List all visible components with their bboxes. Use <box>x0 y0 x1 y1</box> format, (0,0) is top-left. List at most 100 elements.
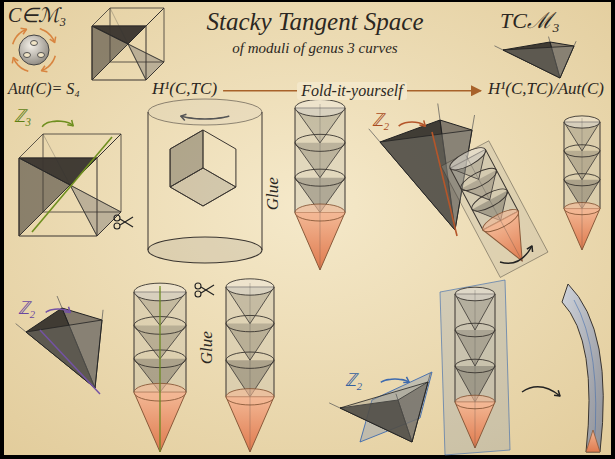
axis-line <box>582 118 583 250</box>
arrow-head <box>42 66 48 72</box>
genus-surface <box>19 35 49 65</box>
tangent-cone-icon <box>494 37 576 78</box>
ray-line <box>329 403 340 408</box>
sketch-ellipse <box>38 53 45 58</box>
fold-arrow <box>500 246 532 263</box>
cut-cone <box>134 283 186 452</box>
sketch-ellipse <box>31 41 38 46</box>
fold-arrow <box>500 246 533 263</box>
axis-line <box>320 104 321 270</box>
cylinder-side <box>148 112 262 250</box>
arrow-head <box>12 58 18 64</box>
parchment <box>4 2 611 455</box>
z2-cone-purple <box>16 296 103 394</box>
title: Stacky Tangent Space <box>190 8 440 37</box>
arrow-head <box>50 37 56 43</box>
cone-face <box>340 382 428 442</box>
arrow-head <box>181 114 187 120</box>
cube-cone <box>70 185 121 236</box>
curve-icon <box>12 28 55 71</box>
folding-strip <box>441 140 548 277</box>
arrow-head <box>419 120 425 126</box>
horn-shape <box>562 284 603 452</box>
ray-line <box>438 104 440 121</box>
symmetry-label: ℤ₃ <box>14 106 31 127</box>
arrow-head <box>67 120 73 126</box>
ray-line <box>574 41 576 46</box>
sketch-label: of moduli of genus 3 curves <box>190 40 440 57</box>
fold-line <box>574 300 596 450</box>
edge-label: Fold-it-yourself <box>297 82 406 100</box>
sketch-ellipse <box>195 283 201 289</box>
folded-cone <box>564 116 600 250</box>
sketch-label: TCℳ₃ <box>500 8 560 33</box>
diagonal <box>92 8 164 80</box>
cut-line <box>159 286 160 452</box>
cube-edge <box>92 8 110 26</box>
arrow-head <box>64 307 70 313</box>
scissors-icon <box>195 283 214 297</box>
octahedral-cube <box>92 8 164 80</box>
scissors-icon <box>114 215 133 229</box>
cube-face <box>170 168 236 206</box>
fold-arrow <box>522 387 560 396</box>
ray-line <box>396 394 398 400</box>
ray-line <box>369 129 380 142</box>
rotation-arrow <box>42 121 73 127</box>
z3-cube <box>19 120 121 236</box>
cube-outline <box>170 130 236 206</box>
cube-edge <box>19 134 43 158</box>
arrow-head <box>403 377 409 383</box>
scissor-blade <box>201 287 214 295</box>
diagonal <box>19 134 121 236</box>
rotation-axis <box>32 137 112 232</box>
ray-line <box>102 310 103 320</box>
axis-line <box>250 283 251 452</box>
cone-face <box>26 320 102 388</box>
symmetry-label: ℤ₂ <box>345 370 362 391</box>
symmetry-label: ℤ₂ <box>372 110 389 131</box>
sketch-label: C∈ℳ₃ <box>8 4 66 27</box>
glued-cone <box>226 279 274 452</box>
cube-edge <box>170 130 236 187</box>
axis-line <box>475 290 476 448</box>
ray-line <box>57 296 62 308</box>
mirror-plane-cone <box>440 280 510 455</box>
ray-line <box>16 324 26 332</box>
z2-cone-blue <box>329 372 432 442</box>
sketch-label: Glue <box>263 177 283 210</box>
formula-node: H¹(C,TC)/Aut(C) <box>486 79 606 99</box>
formula-text: H¹(C,TC)/Aut(C) <box>488 79 604 99</box>
symmetry-label: ℤ₂ <box>18 298 35 319</box>
strip <box>441 141 548 278</box>
arrow-head <box>21 28 27 34</box>
axis-line <box>466 155 522 261</box>
ray-line <box>428 373 430 382</box>
formula-text: H¹(C,TC) <box>152 79 217 99</box>
sketch-label: Aut(C)= S₄ <box>8 80 80 98</box>
arrow-head <box>527 246 533 252</box>
glued-cone <box>295 100 345 271</box>
scissor-blade <box>201 285 214 293</box>
scissor-blade <box>120 217 133 225</box>
sketch-ellipse <box>148 99 262 125</box>
scissor-blade <box>120 219 133 227</box>
sketch-ellipse <box>114 215 120 221</box>
sketch-label: Glue <box>197 331 217 364</box>
fold-arrow <box>522 387 560 396</box>
mirror-axis <box>40 330 100 394</box>
cylinder-quotient <box>148 99 262 263</box>
sketch-ellipse <box>195 291 201 297</box>
sketch-ellipse <box>148 237 262 263</box>
formula-node: H¹(C,TC) <box>150 79 219 99</box>
ray-line <box>549 37 551 42</box>
rotation-arrow <box>181 116 230 119</box>
cone-face <box>503 46 574 78</box>
folded-horn <box>562 284 603 452</box>
ray-line <box>472 115 475 130</box>
ray-line <box>494 46 503 50</box>
sketch-ellipse <box>114 223 120 229</box>
